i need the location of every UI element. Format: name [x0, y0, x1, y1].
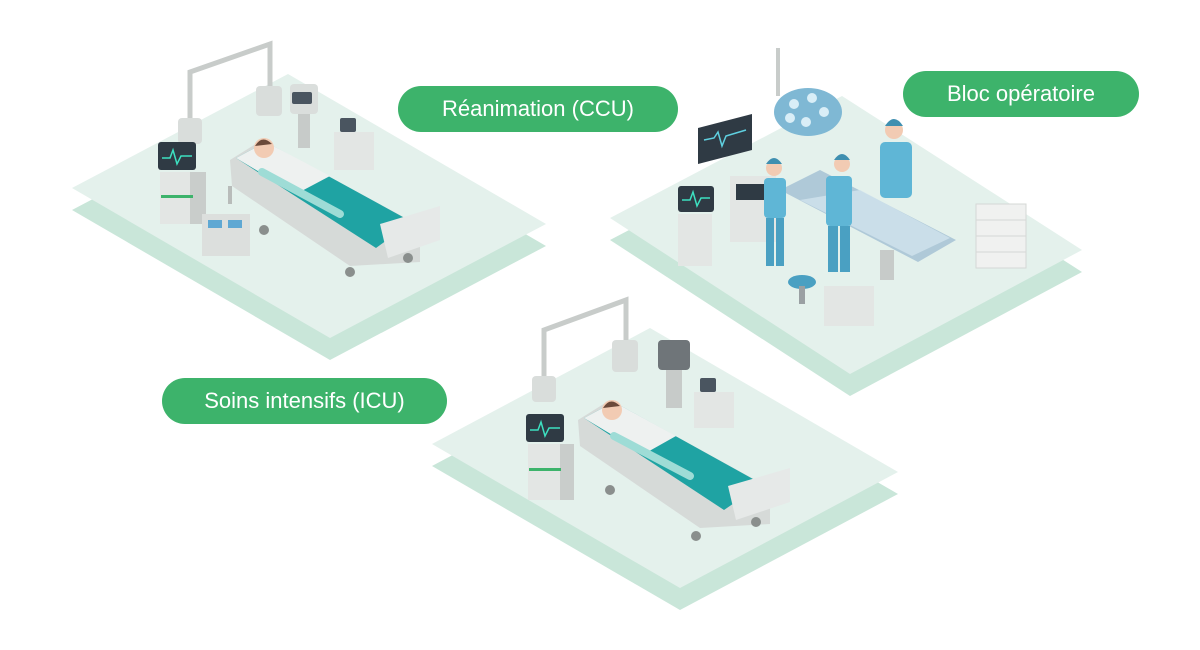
or-surgeon-right — [880, 119, 912, 198]
icu-ceiling-rail — [541, 296, 629, 380]
icu-room-illustration — [432, 296, 898, 610]
icu-side-cart — [694, 392, 734, 428]
icu-ventilator — [658, 340, 690, 370]
icu-monitor-stand — [528, 444, 562, 500]
icu-patient-monitor — [526, 414, 564, 442]
or-stool — [788, 275, 816, 289]
ccu-patient-monitor — [158, 142, 196, 170]
ccu-ceiling-rail — [187, 40, 273, 120]
label-ccu: Réanimation (CCU) — [398, 86, 678, 132]
or-instrument-cart — [824, 286, 874, 326]
operating-room-illustration — [610, 48, 1082, 396]
label-icu: Soins intensifs (ICU) — [162, 378, 447, 424]
ccu-supply-unit — [256, 86, 282, 116]
ccu-room-illustration — [72, 40, 546, 360]
or-surgeon-left — [764, 158, 786, 266]
label-operating-room: Bloc opératoire — [903, 71, 1139, 117]
or-monitor-cart — [678, 214, 712, 266]
or-surgeon-center — [826, 154, 852, 272]
ccu-side-cart — [334, 132, 374, 170]
